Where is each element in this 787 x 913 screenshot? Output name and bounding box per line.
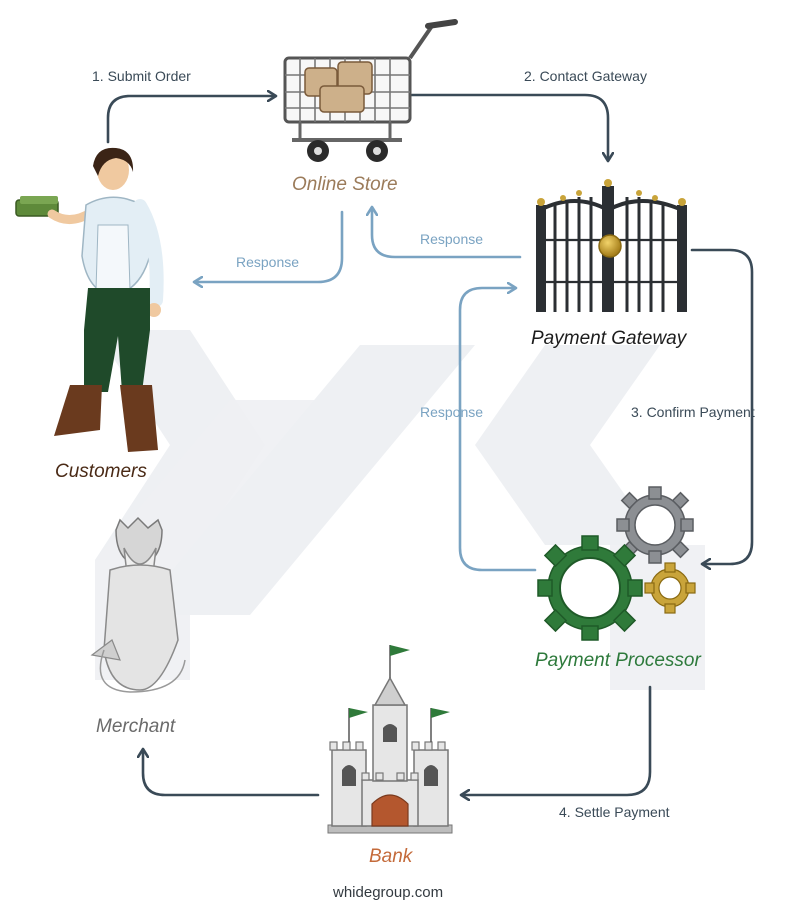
arrow-settle-payment	[462, 685, 652, 795]
online-store-label: Online Store	[292, 174, 398, 195]
castle-icon	[327, 645, 453, 834]
customers-label: Customers	[55, 461, 147, 482]
payment-gateway-label: Payment Gateway	[531, 328, 687, 349]
payment-processor-label: Payment Processor	[535, 650, 701, 671]
shopping-cart-icon	[283, 19, 458, 162]
merchant-label: Merchant	[96, 716, 176, 737]
contact-gateway-label: 2. Contact Gateway	[524, 68, 647, 84]
arrow-submit-order	[106, 96, 275, 144]
footer-website: whidegroup.com	[333, 884, 444, 901]
confirm-payment-label: 3. Confirm Payment	[631, 404, 755, 420]
arrow-response-gateway-store	[372, 208, 522, 259]
arrow-confirm-payment	[690, 248, 754, 564]
iron-gate-icon	[536, 179, 687, 312]
arrow-bank-to-merchant	[143, 750, 320, 797]
submit-order-label: 1. Submit Order	[92, 68, 191, 84]
bank-label: Bank	[369, 846, 413, 867]
response-processor-gateway-label: Response	[420, 404, 484, 420]
watermark-logo	[95, 330, 705, 690]
genie-merchant-icon	[90, 516, 186, 693]
arrow-contact-gateway	[410, 93, 608, 160]
flow-arrows	[106, 93, 754, 797]
response-store-customers-label: Response	[236, 254, 300, 270]
arrow-response-processor-gateway	[458, 288, 537, 572]
customer-figure-icon	[15, 147, 164, 452]
gears-icon	[537, 486, 696, 641]
arrow-response-store-customers	[195, 210, 344, 282]
settle-payment-label: 4. Settle Payment	[559, 804, 670, 820]
response-gateway-store-label: Response	[420, 231, 484, 247]
